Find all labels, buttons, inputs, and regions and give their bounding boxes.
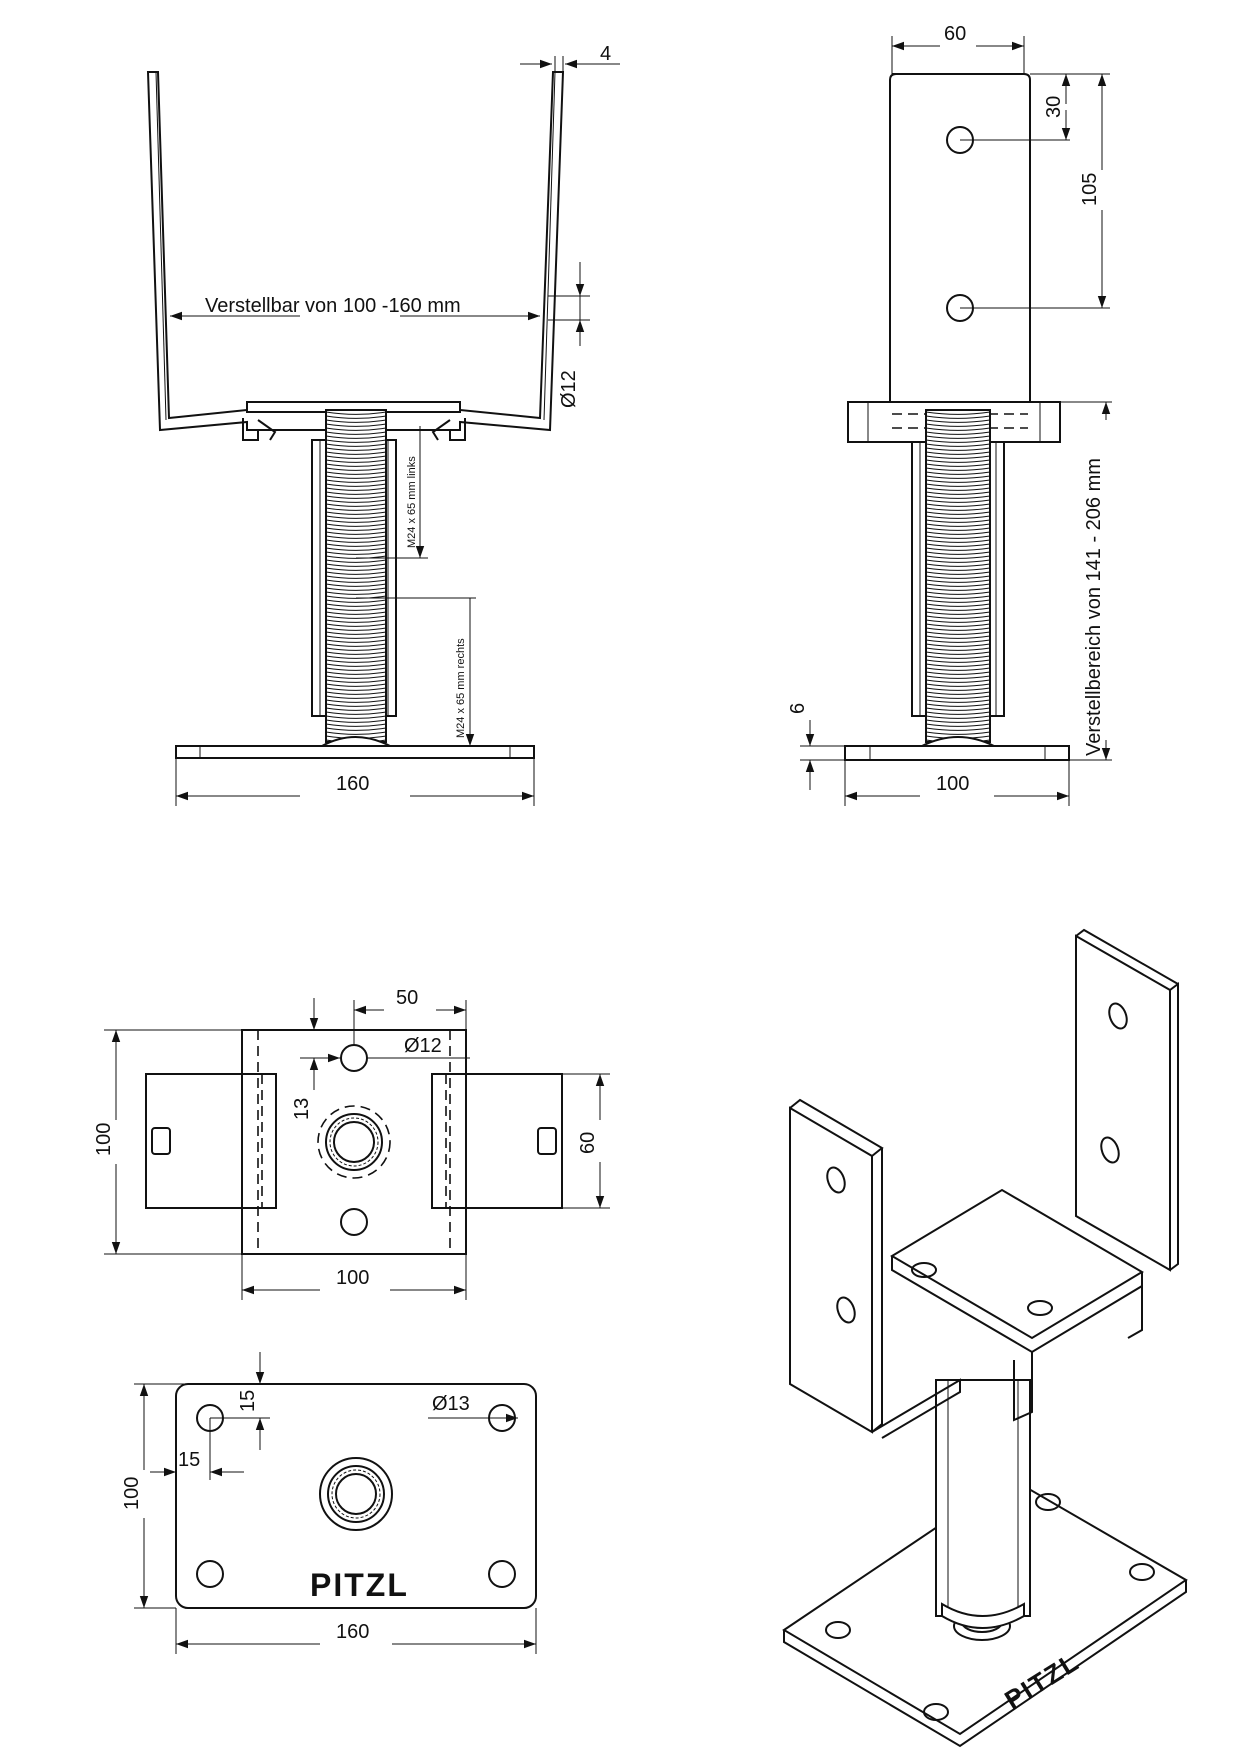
side-bracket-plate bbox=[889, 73, 1031, 421]
top-hole-lower bbox=[340, 1208, 368, 1236]
bottom-base-plate bbox=[175, 1383, 537, 1609]
dim-side-height-adjust: Verstellbereich von 141 - 206 mm bbox=[1083, 458, 1105, 756]
dim-front-thickness: 4 bbox=[600, 43, 611, 65]
dim-bottom-edge-x: 15 bbox=[178, 1449, 200, 1471]
dim-front-base: 160 bbox=[336, 773, 369, 795]
isometric-view: PITZL bbox=[782, 928, 1188, 1748]
dim-top-bracket: 60 bbox=[577, 1132, 599, 1154]
bottom-view: PITZL bbox=[175, 1383, 537, 1609]
bottom-dimensions: 15 15 Ø13 100 160 bbox=[121, 1352, 537, 1654]
bottom-hole-br bbox=[488, 1560, 516, 1588]
dim-bottom-edge-y: 15 bbox=[237, 1390, 259, 1412]
side-dimensions: 60 30 105 Verstellbereich von 141 - 206 … bbox=[787, 23, 1112, 806]
front-view bbox=[146, 71, 565, 759]
top-hole-upper bbox=[340, 1044, 368, 1072]
bottom-brand-text: PITZL bbox=[310, 1567, 409, 1603]
side-view bbox=[844, 73, 1070, 761]
dim-top-width: 100 bbox=[336, 1267, 369, 1289]
iso-back-plate bbox=[1075, 934, 1171, 1272]
front-threaded-rod bbox=[325, 409, 387, 743]
dim-front-width-adjust: Verstellbar von 100 -160 mm bbox=[205, 295, 461, 317]
side-threaded-rod bbox=[925, 409, 991, 743]
bottom-hole-bl bbox=[196, 1560, 224, 1588]
dim-top-height: 100 bbox=[93, 1123, 115, 1156]
dim-side-base: 100 bbox=[936, 773, 969, 795]
dim-side-top-hole: 30 bbox=[1043, 96, 1065, 118]
top-bracket-left bbox=[145, 1073, 277, 1209]
dim-thread-upper: M24 x 65 mm links bbox=[406, 456, 418, 548]
side-base-plate bbox=[844, 745, 1070, 761]
dim-top-offset: 50 bbox=[396, 987, 418, 1009]
front-base-plate bbox=[175, 745, 535, 759]
dim-thread-lower: M24 x 65 mm rechts bbox=[455, 638, 467, 738]
dim-bottom-width: 160 bbox=[336, 1621, 369, 1643]
dim-top-hole-pos: 13 bbox=[291, 1098, 313, 1120]
dim-bottom-hole: Ø13 bbox=[432, 1393, 470, 1415]
dim-bottom-height: 100 bbox=[121, 1477, 143, 1510]
dim-top-hole: Ø12 bbox=[404, 1035, 442, 1057]
dim-side-plate: 6 bbox=[787, 703, 809, 714]
iso-tube bbox=[935, 1379, 1031, 1617]
top-dimensions: 50 Ø12 13 100 60 100 bbox=[93, 987, 610, 1300]
front-bracket-outline bbox=[146, 71, 565, 432]
iso-front-plate bbox=[789, 1106, 873, 1434]
dim-side-hole-spacing: 105 bbox=[1079, 173, 1101, 206]
top-view bbox=[145, 1029, 563, 1255]
dim-side-width: 60 bbox=[944, 23, 966, 45]
top-bracket-right bbox=[431, 1073, 563, 1209]
front-dimensions: 4 Verstellbar von 100 -160 mm Ø12 M24 x … bbox=[170, 43, 620, 806]
dim-front-hole: Ø12 bbox=[558, 370, 580, 408]
